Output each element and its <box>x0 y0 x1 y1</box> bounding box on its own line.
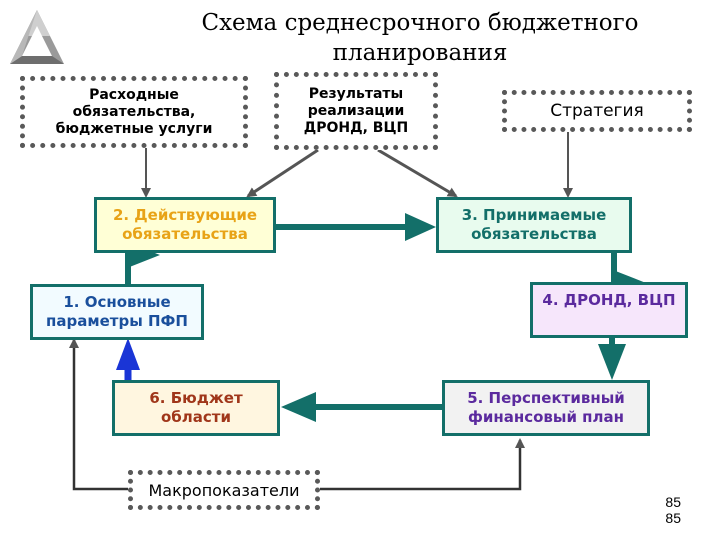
step-4-label: 4. ДРОНД, ВЦП <box>542 291 676 309</box>
arrow-s2-to-s3-head <box>405 213 436 241</box>
page-number-1: 85 <box>665 494 681 510</box>
spending-line-3: бюджетные услуги <box>55 120 213 137</box>
step-3-line-2: обязательства <box>471 225 597 243</box>
impossible-triangle-icon <box>10 10 64 64</box>
macro-label: Макропоказатели <box>148 480 300 500</box>
step-5-box: 5. Перспективный финансовый план <box>442 380 650 436</box>
title-line-2: планирования <box>332 40 508 66</box>
step-5-line-1: 5. Перспективный <box>467 389 625 407</box>
page-number: 85 85 <box>655 494 681 526</box>
step-5-line-2: финансовый план <box>467 408 625 426</box>
spending-line-1: Расходные <box>89 86 179 103</box>
results-box: Результаты реализации ДРОНД, ВЦП <box>274 72 438 150</box>
step-6-line-2: области <box>161 408 231 426</box>
step-3-line-1: 3. Принимаемые <box>461 206 607 224</box>
page-title: Схема среднесрочного бюджетного планиров… <box>190 8 650 68</box>
arrow-s4-to-s5-head <box>598 344 626 380</box>
arrow-macro-to-s5 <box>316 438 525 491</box>
step-2-line-1: 2. Действующие <box>112 206 258 224</box>
arrow-results-to-s2 <box>246 148 319 198</box>
spending-obligations-box: Расходные обязательства, бюджетные услуг… <box>20 76 248 148</box>
strategy-label: Стратегия <box>550 100 644 121</box>
step-1-line-1: 1. Основные <box>63 293 171 311</box>
step-1-box: 1. Основные параметры ПФП <box>30 284 204 340</box>
step-6-box: 6. Бюджет области <box>112 380 280 436</box>
step-1-line-2: параметры ПФП <box>46 312 188 330</box>
step-2-line-2: обязательства <box>122 225 248 243</box>
step-6-line-1: 6. Бюджет <box>149 389 243 407</box>
results-line-3: ДРОНД, ВЦП <box>303 119 409 136</box>
step-2-box: 2. Действующие обязательства <box>94 197 276 253</box>
step-3-box: 3. Принимаемые обязательства <box>436 197 632 253</box>
spending-line-2: обязательства, <box>72 103 196 120</box>
arrow-results-to-s3 <box>377 148 458 198</box>
arrow-s5-to-s6-head <box>281 392 316 422</box>
macro-indicators-box: Макропоказатели <box>128 470 320 510</box>
step-4-box: 4. ДРОНД, ВЦП <box>530 282 688 338</box>
results-line-1: Результаты <box>308 85 404 102</box>
results-line-2: реализации <box>307 102 405 119</box>
strategy-box: Стратегия <box>502 90 692 132</box>
title-line-1: Схема среднесрочного бюджетного <box>201 10 639 36</box>
arrow-s6-to-s1-head <box>116 338 140 370</box>
arrow-macro-to-s1 <box>69 338 132 491</box>
page-number-2: 85 <box>665 510 681 526</box>
